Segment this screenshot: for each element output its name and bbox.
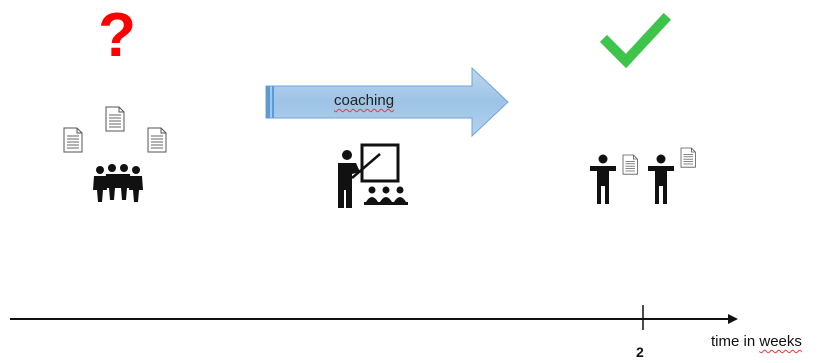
question-mark: ?	[98, 1, 136, 70]
axis-caption-text: time in	[711, 333, 756, 350]
time-axis	[10, 305, 738, 330]
person-with-document-icon	[590, 154, 638, 204]
coaching-label: coaching	[334, 92, 395, 109]
coaching-arrow	[265, 66, 509, 138]
document-icon	[147, 127, 167, 153]
axis-caption-unit: weeks	[759, 333, 802, 350]
person-with-document-icon	[648, 147, 696, 204]
group-of-people-icon	[93, 164, 143, 202]
teacher-at-board-icon	[338, 143, 408, 208]
check-mark-icon	[599, 12, 672, 69]
document-icon	[105, 106, 125, 132]
tick-label: 2	[636, 344, 644, 360]
document-icon	[63, 127, 83, 153]
axis-caption: time in weeks	[711, 333, 802, 350]
